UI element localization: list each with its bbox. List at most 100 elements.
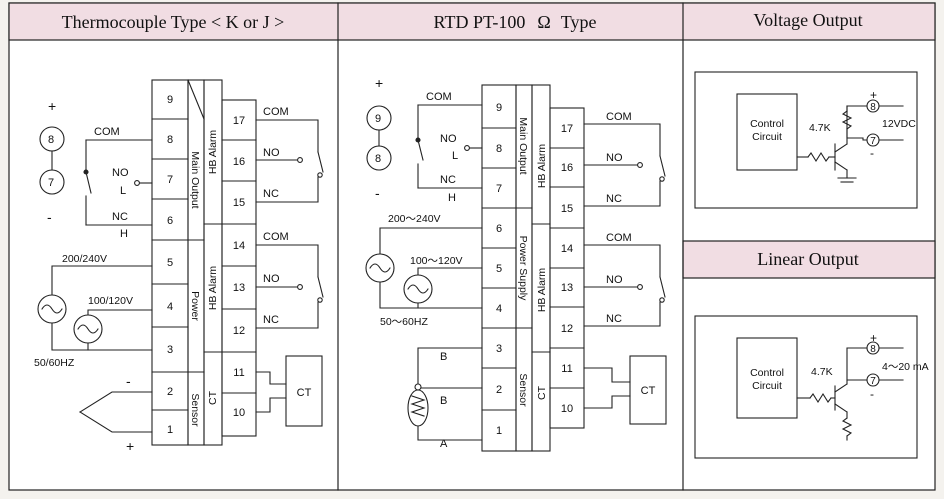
voltage-control-label: Control (750, 118, 784, 130)
linear-output-header: Linear Output (757, 249, 858, 269)
tc-main-output-label: Main Output (189, 151, 201, 208)
tc-relay-minus: - (47, 209, 52, 225)
tc-ct-wiring (255, 355, 323, 427)
rtd-sensor-wiring (407, 347, 483, 441)
svg-text:8: 8 (167, 134, 173, 146)
rtd-power-supply-label: Power Supply (517, 236, 529, 302)
svg-text:10: 10 (233, 407, 245, 419)
rtd-relay-terminal-8: 8 (375, 153, 381, 165)
tc-hb2-no: NO (263, 273, 280, 285)
header-bar (8, 2, 936, 41)
voltage-minus: - (870, 146, 874, 160)
voltage-output-circuit (736, 93, 904, 183)
tc-hb2-nc: NC (263, 314, 279, 326)
rtd-hb-alarm-label-2: HB Alarm (536, 268, 548, 313)
linear-ma-label: 4～20 mA (882, 361, 929, 373)
rtd-nc-label: NC (440, 174, 456, 186)
svg-text:3: 3 (496, 343, 502, 355)
tc-nc-label: NC (112, 211, 128, 223)
tc-com-label: COM (94, 126, 120, 138)
tc-h-label: H (120, 228, 128, 240)
rtd-main-output-label: Main Output (517, 117, 529, 174)
rtd-voltage-high: 200～240V (388, 213, 441, 225)
tc-voltage-low: 100/120V (88, 295, 133, 307)
rtd-terminal-numbers: 9 8 7 6 5 4 3 2 1 17 16 15 14 13 12 11 1… (496, 102, 573, 437)
svg-text:17: 17 (561, 123, 573, 135)
rtd-com-label: COM (426, 91, 452, 103)
svg-text:9: 9 (167, 94, 173, 106)
rtd-relay-terminal-9: 9 (375, 113, 381, 125)
rtd-hb2-nc: NC (606, 313, 622, 325)
voltage-output-header: Voltage Output (753, 10, 862, 30)
voltage-12vdc-label: 12VDC (882, 118, 916, 130)
tc-main-output-wiring (39, 126, 153, 226)
tc-sensor-plus: + (126, 438, 134, 454)
rtd-voltage-low: 100～120V (410, 255, 463, 267)
tc-voltage-high: 200/240V (62, 253, 107, 265)
svg-text:7: 7 (496, 183, 502, 195)
rtd-hb-alarm-wiring (583, 123, 666, 327)
linear-terminal-7: 7 (870, 376, 876, 387)
tc-hb-alarm-label-1: HB Alarm (207, 130, 219, 175)
svg-text:4: 4 (167, 301, 173, 313)
voltage-terminal-8: 8 (870, 102, 876, 113)
svg-text:11: 11 (233, 367, 244, 379)
tc-relay-plus: + (48, 98, 56, 114)
rtd-ct-label: CT (536, 385, 548, 400)
svg-text:7: 7 (167, 174, 173, 186)
rtd-hb2-com: COM (606, 232, 632, 244)
voltage-plus: + (870, 88, 877, 102)
voltage-circuit-label: Circuit (752, 131, 782, 143)
svg-text:12: 12 (233, 325, 245, 337)
voltage-terminal-7: 7 (870, 136, 876, 147)
tc-hb-alarm-wiring (255, 119, 324, 329)
svg-text:14: 14 (561, 243, 573, 255)
tc-hb1-nc: NC (263, 188, 279, 200)
svg-text:13: 13 (561, 282, 573, 294)
linear-resistor-label: 4.7K (811, 366, 833, 378)
linear-minus: - (870, 387, 874, 401)
rtd-frequency: 50～60HZ (380, 316, 428, 328)
tc-relay-terminal-8: 8 (48, 134, 54, 146)
svg-text:1: 1 (496, 425, 502, 437)
rtd-sensor-b2: B (440, 395, 447, 407)
svg-text:5: 5 (496, 263, 502, 275)
rtd-sensor-label: Sensor (517, 373, 529, 407)
rtd-h-label: H (448, 192, 456, 204)
svg-text:6: 6 (496, 223, 502, 235)
rtd-l-label: L (452, 150, 458, 162)
linear-terminal-8: 8 (870, 344, 876, 355)
linear-circuit-label: Circuit (752, 380, 782, 392)
linear-plus: + (870, 331, 877, 345)
rtd-hb-alarm-label-1: HB Alarm (536, 144, 548, 189)
svg-text:4: 4 (496, 303, 502, 315)
thermocouple-terminal-block (151, 79, 257, 446)
rtd-hb1-nc: NC (606, 193, 622, 205)
rtd-sensor-a: A (440, 438, 448, 450)
tc-sensor-label: Sensor (189, 393, 201, 427)
rtd-power-wiring (365, 227, 483, 309)
tc-hb1-no: NO (263, 147, 280, 159)
tc-frequency: 50/60HZ (34, 357, 75, 369)
tc-sensor-wiring (79, 391, 153, 433)
rtd-hb2-no: NO (606, 274, 623, 286)
svg-text:8: 8 (496, 143, 502, 155)
rtd-terminal-block (481, 84, 585, 452)
svg-text:16: 16 (233, 156, 245, 168)
tc-power-wiring (37, 265, 153, 351)
rtd-relay-minus: - (375, 185, 380, 201)
thermocouple-header: Thermocouple Type < K or J > (62, 12, 285, 32)
rtd-ct-box-label: CT (641, 385, 656, 397)
tc-power-label: Power (189, 291, 201, 321)
svg-text:2: 2 (167, 386, 173, 398)
rtd-hb1-com: COM (606, 111, 632, 123)
svg-text:3: 3 (167, 344, 173, 356)
svg-text:15: 15 (561, 203, 573, 215)
tc-hb-alarm-label-2: HB Alarm (207, 266, 219, 311)
tc-ct-box-label: CT (297, 387, 312, 399)
svg-text:11: 11 (561, 363, 572, 375)
svg-text:15: 15 (233, 197, 245, 209)
